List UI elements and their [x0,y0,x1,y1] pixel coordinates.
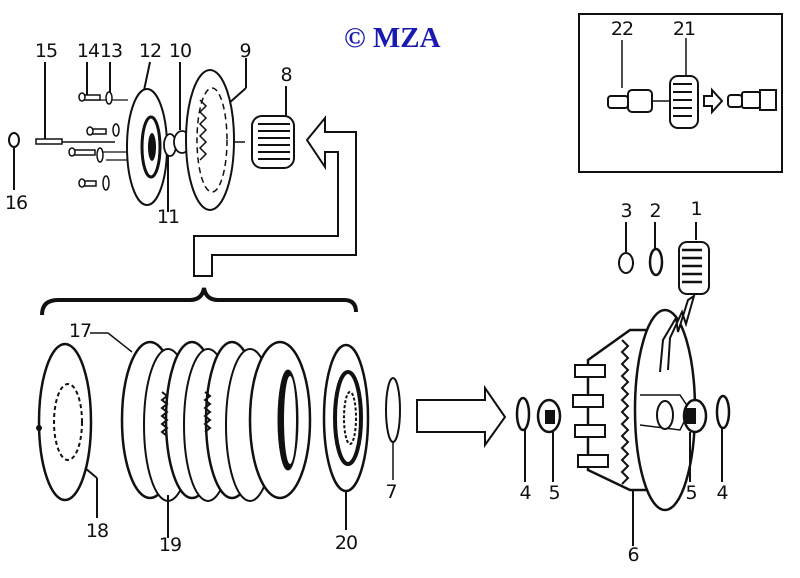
gear-arrow [659,293,696,373]
part-13-washers [96,91,120,191]
callout-16: 16 [4,192,28,214]
part-1-gear [678,241,710,295]
callout-1: 1 [690,198,702,220]
callout-9: 9 [239,40,251,62]
callout-15: 15 [34,40,58,62]
part-9-pressure-plate [185,69,235,211]
callout-18: 18 [85,520,109,542]
inset-shaft [727,89,777,111]
part-7-circlip [385,377,401,443]
part-5-bushing-left [536,398,562,434]
callout-11: 11 [156,206,180,228]
part-4-washer-left [515,396,531,432]
callout-7: 7 [385,481,397,503]
callout-5-left: 5 [548,482,560,504]
callout-4-right: 4 [716,482,728,504]
callout-8: 8 [280,64,292,86]
part-3-circlip [618,252,634,274]
callout-14: 14 [76,40,100,62]
part-22-shaft-screw [607,89,670,113]
part-8-needle-hub [251,115,295,169]
part-5-bushing-right [682,398,708,434]
callout-10: 10 [168,40,192,62]
part-16-nut [8,132,20,148]
inset-detail-box [578,13,783,173]
part-12-cover-plate [126,88,168,206]
assembly-arrow [416,384,507,449]
callout-20: 20 [334,532,358,554]
part-2-washer [648,247,664,277]
callout-13: 13 [99,40,123,62]
plate-stack-brace [40,287,358,316]
part-15-pushrod [35,138,63,145]
callout-6: 6 [627,544,639,566]
part-14-screws [68,92,107,188]
part-21-gear [669,75,699,129]
part-18-end-plate [36,342,93,502]
part-6-clutch-basket [572,308,697,512]
callout-19: 19 [158,534,182,556]
callout-12: 12 [138,40,162,62]
plate-stack [120,340,312,502]
copyright-watermark: © MZA [344,22,441,54]
callout-21: 21 [672,18,696,40]
part-4-washer-right [715,394,731,430]
inset-arrow [703,87,724,115]
leader-18 [84,467,98,479]
callout-2: 2 [649,200,661,222]
part-20-clutch-plate [322,343,370,493]
callout-4-left: 4 [519,482,531,504]
callout-22: 22 [610,18,634,40]
connector-arrow [193,115,357,277]
callout-5-right: 5 [685,482,697,504]
callout-3: 3 [620,200,632,222]
callout-17: 17 [68,320,92,342]
